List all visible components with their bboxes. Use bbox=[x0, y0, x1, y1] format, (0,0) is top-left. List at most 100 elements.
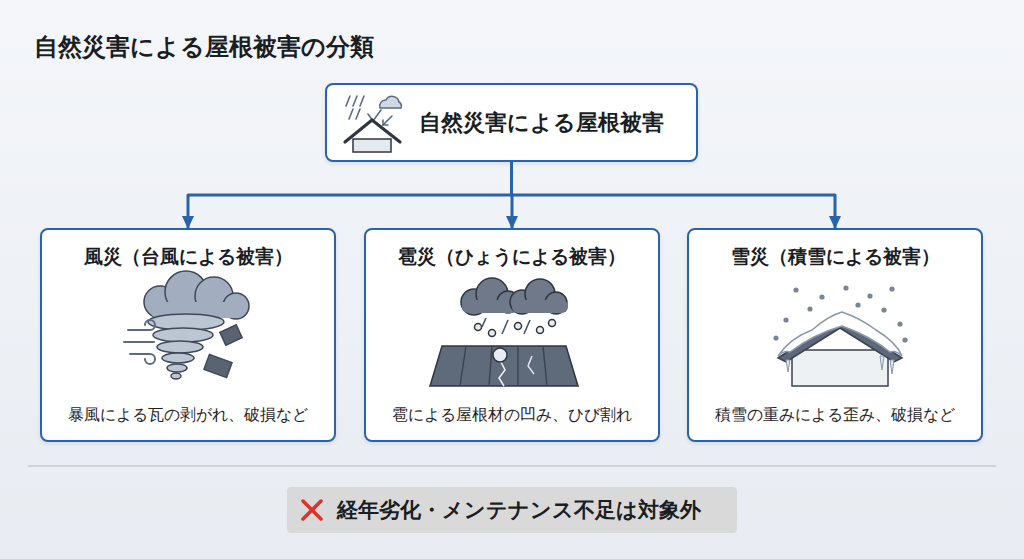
typhoon-illustration-part-part bbox=[130, 354, 155, 364]
snow-illustration-part-part bbox=[889, 286, 894, 291]
hail-illustration-part-part bbox=[489, 330, 496, 337]
root-box: 自然災害による屋根被害 bbox=[325, 83, 698, 162]
category-box: 雪災（積雪による被害） 積雪の重みによる歪み、破損など bbox=[687, 228, 983, 442]
category-description: 積雪の重みによる歪み、破損など bbox=[693, 405, 977, 426]
typhoon-illustration-part bbox=[204, 325, 242, 378]
hail-illustration-part-part bbox=[460, 346, 466, 386]
snow-illustration-part-part bbox=[773, 335, 778, 340]
exclusion-note: 経年劣化・メンテナンス不足は対象外 bbox=[287, 487, 737, 533]
hail-illustration-part-part bbox=[517, 346, 518, 386]
typhoon-illustration-part-part bbox=[167, 364, 187, 372]
snow-illustration-part-part bbox=[855, 302, 860, 307]
snow-illustration-part-part bbox=[819, 294, 824, 299]
snow-illustration-part-part bbox=[786, 360, 790, 372]
root-icon-part-part bbox=[360, 96, 364, 106]
root-icon-part bbox=[380, 96, 402, 108]
typhoon-illustration-part-part bbox=[220, 325, 242, 345]
hail-illustration-part bbox=[460, 346, 547, 386]
hail-illustration-part-part bbox=[524, 320, 530, 334]
typhoon-illustration-part bbox=[124, 320, 155, 364]
snow-illustration bbox=[773, 285, 907, 386]
hail-illustration-part-part bbox=[497, 291, 519, 313]
category-box: 雹災（ひょうによる被害）雹による屋根材の凹み、ひび割れ bbox=[364, 228, 660, 442]
branch-arrow bbox=[512, 162, 836, 228]
hail-illustration-part bbox=[499, 360, 505, 386]
typhoon-illustration-part-part bbox=[124, 341, 154, 343]
exclusion-mark-part bbox=[303, 501, 321, 519]
snow-illustration-part-part bbox=[783, 317, 788, 322]
note-text: 経年劣化・メンテナンス不足は対象外 bbox=[337, 496, 701, 524]
hail-illustration-part-part bbox=[525, 279, 555, 309]
hail-illustration-part bbox=[482, 318, 530, 334]
snow-illustration-part-part bbox=[880, 356, 884, 370]
hail-illustration-part-part bbox=[461, 289, 487, 315]
snow-illustration-part bbox=[773, 285, 907, 342]
snow-illustration-part-part bbox=[843, 285, 848, 290]
exclusion-mark bbox=[303, 501, 321, 519]
hail-illustration-part bbox=[475, 320, 556, 337]
root-icon-part-part bbox=[356, 109, 360, 119]
typhoon-illustration-part-part bbox=[157, 341, 203, 353]
typhoon-illustration-part-part bbox=[162, 353, 194, 363]
snow-illustration-part bbox=[786, 356, 894, 374]
category-heading: 風災（台風による被害） bbox=[46, 244, 330, 270]
category-box: 風災（台風による被害） 暴風による瓦の剥がれ、破損など bbox=[40, 228, 336, 442]
hail-illustration-part-part bbox=[502, 320, 508, 334]
snow-illustration-part-part bbox=[890, 360, 894, 374]
hail-illustration-part-part bbox=[510, 290, 534, 314]
typhoon-illustration-part bbox=[144, 271, 249, 319]
root-icon-part-part bbox=[383, 116, 392, 125]
hail-illustration-part-part bbox=[537, 327, 544, 334]
root-icon-part bbox=[353, 139, 391, 152]
hail-illustration-part-part bbox=[462, 300, 518, 313]
category-heading: 雹災（ひょうによる被害） bbox=[370, 244, 654, 270]
snow-illustration-part bbox=[778, 312, 902, 356]
typhoon-illustration-part-part bbox=[150, 302, 242, 318]
snow-illustration-part-part bbox=[897, 321, 902, 326]
root-icon-part bbox=[345, 120, 400, 142]
typhoon-illustration-part bbox=[148, 314, 224, 379]
hail-illustration-part bbox=[461, 278, 568, 315]
hail-illustration bbox=[430, 278, 578, 386]
category-heading: 雪災（積雪による被害） bbox=[693, 244, 977, 270]
root-icon-part-part bbox=[368, 110, 381, 121]
hail-illustration-part-part bbox=[482, 318, 486, 327]
typhoon-illustration-part-part bbox=[148, 314, 224, 330]
hail-illustration-part-part bbox=[489, 346, 492, 386]
diagram-title: 自然災害による屋根被害の分類 bbox=[34, 31, 374, 63]
root-icon-part-part bbox=[346, 96, 350, 106]
hail-illustration-part bbox=[528, 356, 534, 374]
hail-illustration-part-part bbox=[545, 292, 567, 314]
typhoon-illustration-part-part bbox=[223, 293, 249, 319]
snow-illustration-part-part bbox=[807, 306, 812, 311]
typhoon-illustration-part-part bbox=[128, 320, 155, 330]
hail-illustration-part-part bbox=[475, 324, 482, 331]
root-icon bbox=[345, 96, 401, 152]
snow-illustration-part bbox=[792, 350, 888, 386]
hail-illustration-part-part bbox=[476, 278, 508, 310]
root-icon-part bbox=[368, 110, 392, 125]
root-icon-part-part bbox=[383, 120, 388, 125]
hail-illustration-part bbox=[493, 348, 507, 362]
snow-illustration-part-part bbox=[867, 293, 872, 298]
exclusion-mark-part bbox=[303, 501, 321, 519]
hail-illustration-part bbox=[430, 346, 578, 386]
hail-illustration-part-part bbox=[515, 323, 522, 330]
typhoon-illustration-part-part bbox=[144, 286, 176, 318]
hail-illustration-part-part bbox=[512, 300, 568, 313]
category-description: 暴風による瓦の剥がれ、破損など bbox=[46, 405, 330, 426]
typhoon-illustration-part-part bbox=[204, 354, 232, 377]
branch-arrow bbox=[188, 162, 512, 228]
typhoon-illustration-part-part bbox=[195, 277, 233, 315]
snow-illustration-part-part bbox=[902, 337, 907, 342]
snow-illustration-part bbox=[778, 318, 902, 362]
hail-illustration-part-part bbox=[549, 320, 556, 327]
snow-illustration-part-part bbox=[793, 287, 798, 292]
separator-line bbox=[28, 465, 996, 467]
root-icon-part bbox=[346, 96, 364, 119]
typhoon-illustration bbox=[124, 271, 249, 379]
